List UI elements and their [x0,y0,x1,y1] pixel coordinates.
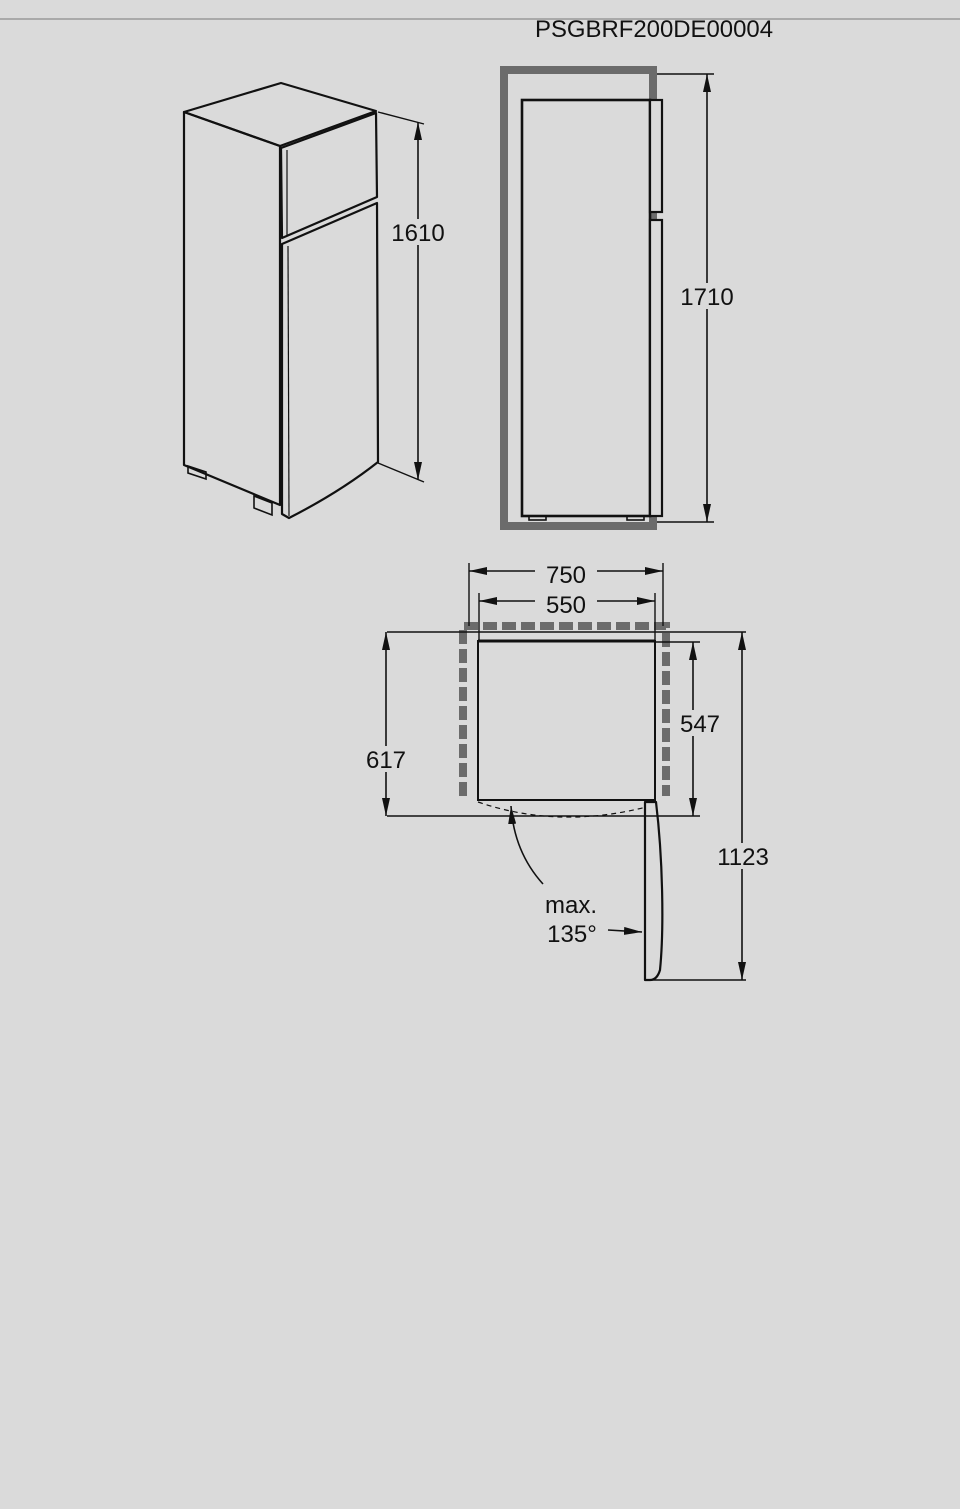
extension-line-bottom [377,462,425,483]
open-door [643,800,664,982]
label-background [715,843,771,869]
extension-line-top [377,111,425,125]
dimension-depth-door-open: 1123 [715,632,771,980]
door-swing-arc [477,801,651,818]
front-foot-right [626,515,645,521]
door-angle-label-line1: max. [545,892,597,919]
fridge-door [280,201,380,520]
fridge-isometric-view [182,81,380,520]
label-background [678,710,722,736]
label-background [363,746,409,772]
dimension-niche-depth: 617 [363,632,409,816]
door-angle-label-line2: 135° [547,921,597,948]
dimension-label-750: 750 [546,562,586,589]
dimension-unit-height: 1610 [377,111,446,483]
front-foot-left [528,515,547,521]
fridge-front-body [520,98,652,518]
dimension-label-550: 550 [546,592,586,619]
fridge-door-side [648,218,664,518]
dimension-label-617: 617 [366,747,406,774]
dimension-label-547: 547 [680,711,720,738]
fridge-side-face [182,110,282,507]
label-background [535,560,597,586]
niche-dashed-outline [459,622,670,796]
dimension-unit-width: 550 [478,590,656,641]
fridge-top-face [182,81,378,148]
label-background [679,283,735,309]
foot-left [187,464,207,481]
freezer-door-side [648,98,664,214]
fridge-door-edge [287,245,290,517]
label-background [535,590,597,616]
door-pointer-arrow [607,926,643,935]
dimension-label-1610: 1610 [391,220,444,247]
foot-right [253,494,273,517]
door-angle-arrow [508,805,544,885]
dimension-label-1123: 1123 [717,844,769,871]
fridge-footprint [477,640,656,801]
label-background [391,219,446,245]
dimension-label-1710: 1710 [680,284,733,311]
dimension-niche-width: 750 [468,560,664,626]
freezer-door [279,111,379,240]
fridge-top-view: max. 135° [459,622,670,982]
model-code: PSGBRF200DE00004 [535,16,773,43]
dimension-unit-depth: 547 [678,642,722,816]
dimension-niche-height: 1710 [657,73,735,523]
fridge-front-view [500,66,664,530]
